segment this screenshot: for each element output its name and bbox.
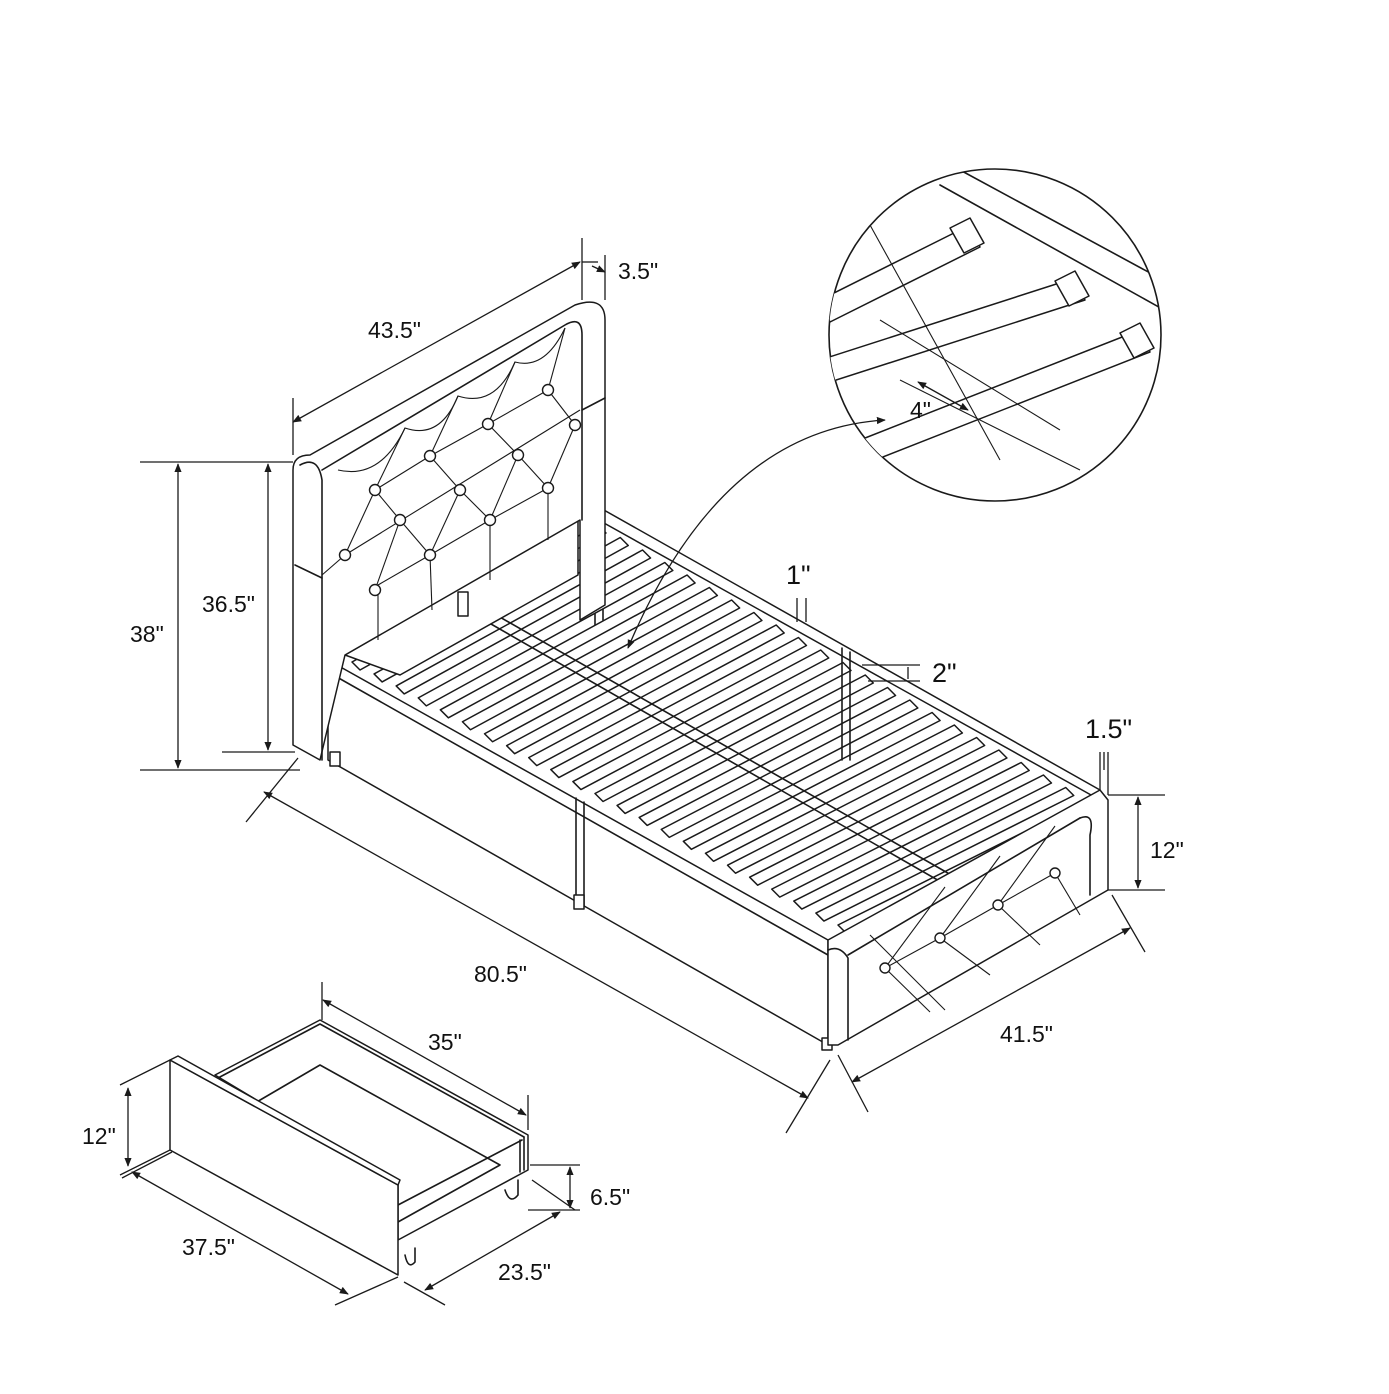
- detail-rail-line: [879, 319, 1061, 431]
- slat-spacing-label: 4": [910, 397, 931, 423]
- detail-slat: [829, 224, 981, 323]
- bed-length-label: 80.5": [474, 961, 527, 987]
- footboard-depth-label: 1.5": [1085, 714, 1132, 744]
- rail-thickness-label: 1": [786, 560, 811, 590]
- detail-slat: [829, 277, 1086, 383]
- slat-cap: [1119, 322, 1155, 359]
- dimension-lines: 43.5" 3.5" 38" 36.5" 80.5" 41.5" 12": [82, 238, 1184, 1306]
- slat: [815, 786, 1075, 922]
- slat: [572, 649, 830, 791]
- bed-width-label: 41.5": [1000, 1021, 1053, 1047]
- detail-leader-line: [627, 416, 886, 649]
- headboard-width-label: 43.5": [368, 317, 421, 343]
- footboard-height-label: 12": [1150, 837, 1184, 863]
- drawer-front-width-label: 37.5": [182, 1234, 235, 1260]
- drawer-length-label: 35": [428, 1029, 462, 1055]
- total-height-label: 38": [130, 621, 164, 647]
- headboard-depth-label: 3.5": [618, 258, 658, 284]
- drawer-depth-label: 23.5": [498, 1259, 551, 1285]
- drawer-height-label: 12": [82, 1123, 116, 1149]
- slat-detail-inset: 4": [828, 168, 1162, 502]
- slat-cap: [949, 217, 985, 254]
- headboard-panel-height-label: 36.5": [202, 591, 255, 617]
- rail-height-label: 2": [932, 658, 957, 688]
- slat-gap-dimension: 4": [910, 381, 969, 423]
- center-support-rail: [469, 599, 961, 891]
- detail-rail-line: [869, 224, 1001, 461]
- drawer-box-height-label: 6.5": [590, 1184, 630, 1210]
- slat-cap: [1054, 270, 1090, 307]
